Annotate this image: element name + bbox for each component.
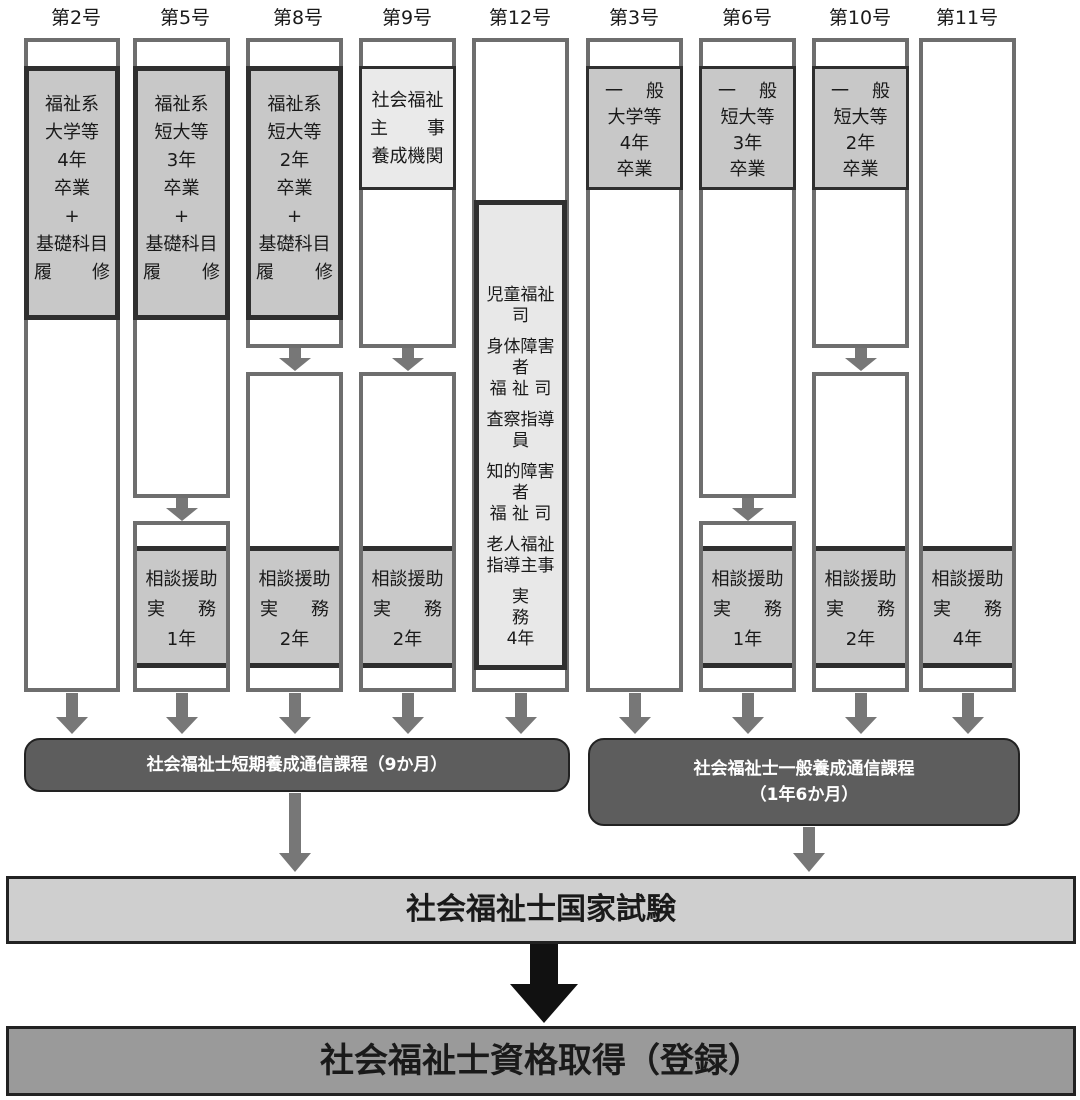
- column-label-2: 第2号: [50, 7, 102, 29]
- qualification-box-10: 一般 短大等 2年 卒業: [812, 66, 909, 190]
- down-arrow-icon: [845, 693, 877, 734]
- down-arrow-icon: [845, 348, 877, 371]
- practice-box-10: 相談援助 実務 2年: [816, 546, 905, 668]
- down-arrow-icon: [279, 348, 311, 371]
- registration-box: 社会福祉士資格取得（登録）: [6, 1026, 1076, 1096]
- practice-box-6: 相談援助 実務 1年: [703, 546, 792, 668]
- short-course-box: 社会福祉士短期養成通信課程（9か月）: [24, 738, 570, 792]
- qualification-box-5: 福祉系 短大等 3年 卒業 + 基礎科目 履修: [133, 66, 230, 320]
- practice-box-5: 相談援助 実務 1年: [137, 546, 226, 668]
- down-arrow-icon: [619, 693, 651, 734]
- qualification-box-6: 一般 短大等 3年 卒業: [699, 66, 796, 190]
- down-arrow-icon: [56, 693, 88, 734]
- column-label-5: 第5号: [159, 7, 211, 29]
- down-arrow-icon: [166, 498, 198, 521]
- column-label-11: 第11号: [935, 7, 999, 29]
- general-course-box: 社会福祉士一般養成通信課程 （1年6か月）: [588, 738, 1020, 826]
- qualification-box-9: 社会福祉 主事 養成機関: [359, 66, 456, 190]
- down-arrow-icon: [952, 693, 984, 734]
- down-arrow-icon: [392, 348, 424, 371]
- down-arrow-icon: [505, 693, 537, 734]
- column-label-6: 第6号: [721, 7, 773, 29]
- job-experience-box: 児童福祉司 身体障害者福 祉 司 査察指導員 知的障害者福 祉 司 老人福祉指導…: [474, 200, 567, 670]
- down-arrow-icon: [732, 693, 764, 734]
- column-label-3: 第3号: [608, 7, 660, 29]
- qualification-box-3: 一般 大学等 4年 卒業: [586, 66, 683, 190]
- big-down-arrow-icon: [510, 944, 578, 1023]
- practice-box-11: 相談援助 実務 4年: [923, 546, 1012, 668]
- column-label-10: 第10号: [828, 7, 892, 29]
- qualification-box-2: 福祉系 大学等 4年 卒業 + 基礎科目 履修: [24, 66, 120, 320]
- down-arrow-icon: [166, 693, 198, 734]
- national-exam-box: 社会福祉士国家試験: [6, 876, 1076, 944]
- column-label-12: 第12号: [488, 7, 552, 29]
- down-arrow-icon: [793, 827, 825, 872]
- down-arrow-icon: [279, 793, 311, 872]
- qualification-box-8: 福祉系 短大等 2年 卒業 + 基礎科目 履修: [246, 66, 343, 320]
- down-arrow-icon: [732, 498, 764, 521]
- practice-box-8: 相談援助 実務 2年: [250, 546, 339, 668]
- column-label-8: 第8号: [272, 7, 324, 29]
- practice-box-9: 相談援助 実務 2年: [363, 546, 452, 668]
- down-arrow-icon: [392, 693, 424, 734]
- column-label-9: 第9号: [381, 7, 433, 29]
- down-arrow-icon: [279, 693, 311, 734]
